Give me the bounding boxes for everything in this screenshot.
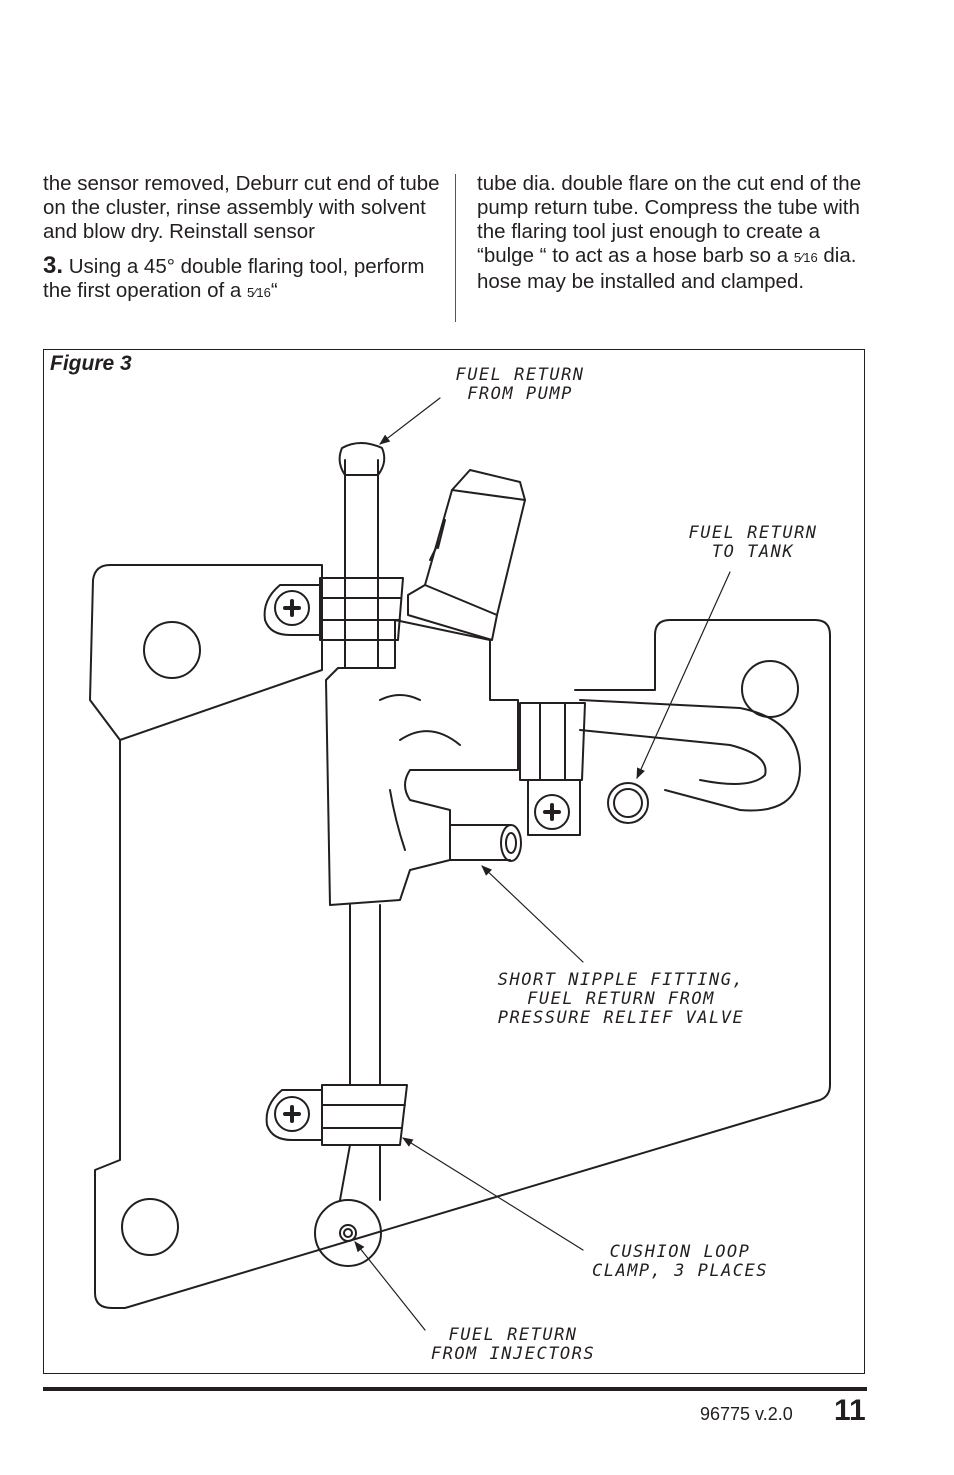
step-3-text: Using a 45° double flaring tool, perform… — [43, 255, 425, 302]
tube-bulge — [338, 442, 386, 476]
column-divider — [455, 174, 456, 322]
leader-clamp — [402, 1137, 584, 1251]
leader-injectors — [354, 1241, 426, 1331]
injector-fitting — [314, 1199, 382, 1267]
tank-return-port — [607, 782, 649, 824]
callout-fuel-return-from-pump: FUEL RETURN FROM PUMP — [455, 365, 585, 404]
injector-tube — [349, 904, 381, 1086]
short-nipple — [449, 824, 511, 861]
figure-frame — [43, 349, 865, 1374]
leader-pump — [379, 397, 441, 445]
fraction: 5⁄16 — [246, 285, 271, 300]
mounting-hole — [121, 1198, 179, 1256]
leader-tank — [636, 571, 731, 779]
page-number: 11 — [834, 1394, 866, 1427]
step-number: 3. — [43, 252, 64, 279]
tank-return-tube — [579, 699, 801, 812]
pump-return-tube — [344, 459, 379, 669]
mounting-hole — [741, 660, 799, 718]
step-3-text-end: “ — [270, 279, 278, 302]
callout-cushion-clamp: CUSHION LOOP CLAMP, 3 PLACES — [591, 1242, 769, 1281]
injector-port — [339, 1224, 357, 1242]
leader-nipple — [481, 865, 584, 963]
cushion-clamp — [263, 577, 404, 641]
cluster-body — [325, 619, 519, 906]
right-paragraph: tube dia. double flare on the cut end of… — [477, 172, 877, 294]
lower-hose — [339, 1144, 381, 1201]
step-3-paragraph: 3. Using a 45° double flaring tool, perf… — [43, 254, 443, 305]
callout-fuel-return-from-injectors: FUEL RETURN FROM INJECTORS — [430, 1325, 596, 1364]
fraction: 5⁄16 — [793, 250, 818, 265]
right-text-end: dia. hose may be installed and clamped. — [477, 244, 857, 293]
mounting-plate — [89, 564, 831, 1309]
pressure-sensor — [407, 584, 498, 641]
right-text: tube dia. double flare on the cut end of… — [477, 172, 862, 267]
left-paragraph-1: the sensor removed, Deburr cut end of tu… — [43, 172, 440, 243]
right-column: tube dia. double flare on the cut end of… — [477, 172, 877, 294]
left-column: the sensor removed, Deburr cut end of tu… — [43, 172, 443, 305]
mounting-hole — [143, 621, 201, 679]
figure-label: Figure 3 — [50, 352, 132, 375]
callout-short-nipple: SHORT NIPPLE FITTING, FUEL RETURN FROM P… — [497, 970, 745, 1028]
footer-rule — [43, 1387, 867, 1391]
cushion-clamp — [265, 1084, 408, 1146]
document-id: 96775 v.2.0 — [700, 1404, 793, 1424]
callout-fuel-return-to-tank: FUEL RETURN TO TANK — [688, 523, 818, 562]
cushion-clamp — [519, 702, 586, 836]
